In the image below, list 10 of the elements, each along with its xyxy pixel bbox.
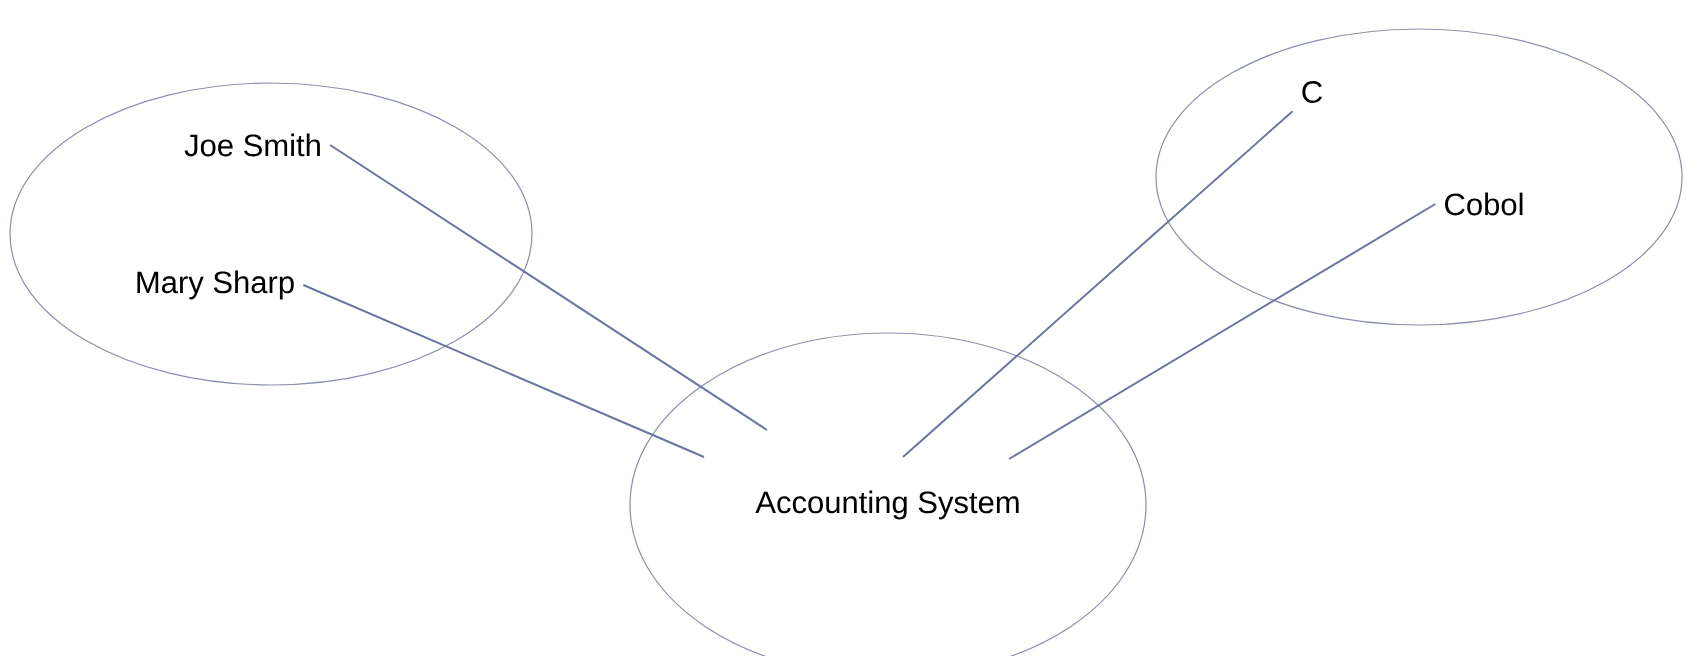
- node-label: Cobol: [1445, 192, 1523, 216]
- node-label: Joe Smith: [184, 133, 320, 157]
- ellipse-group: [9, 82, 533, 386]
- connector-line: [902, 110, 1294, 458]
- node-label: Mary Sharp: [137, 270, 294, 300]
- connector-line: [1008, 203, 1437, 460]
- ellipse-group: [1155, 28, 1683, 326]
- connector-line: [302, 284, 705, 458]
- node-label: C: [1302, 81, 1323, 103]
- connector-line: [329, 144, 768, 431]
